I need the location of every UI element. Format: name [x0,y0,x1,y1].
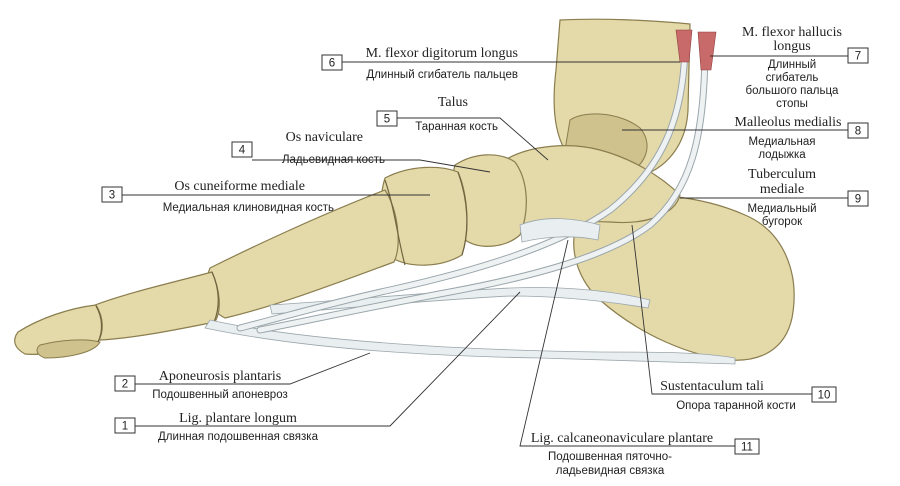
label-8-latin: Malleolus medialis [735,115,842,130]
label-7-russian-2: сгибатель [766,72,819,84]
label-3-number: 3 [109,190,115,202]
label-4-number: 4 [239,145,246,157]
label-5-number: 5 [384,114,390,126]
joint-line [95,305,103,343]
label-11-latin: Lig. calcaneonaviculare plantare [531,431,713,446]
label-7-number: 7 [855,51,861,63]
label-8-russian-2: лодыжка [758,149,806,161]
label-11-russian-1: Подошвенная пяточно- [548,451,672,463]
proximal-phalanx-bone [90,271,220,341]
label-2-russian: Подошвенный апоневроз [152,389,288,401]
label-7-russian-3: большого пальца [746,85,839,97]
label-5-latin: Talus [438,95,468,110]
label-5-russian: Таранная кость [415,121,498,133]
calcaneonavicular-ligament-band [519,218,601,243]
joint-line [384,179,406,266]
label-2-latin: Aponeurosis plantaris [159,369,281,384]
label-9-russian-1: Медиальный [747,203,816,215]
label-9-latin-2: mediale [760,182,804,197]
label-8: 8 Malleolus medialis Медиальная лодыжка [735,115,869,161]
label-9-russian-2: бугорок [762,216,803,228]
flexor-digitorum-longus-tendon [237,37,688,331]
label-3-russian: Медиальная клиновидная кость [163,202,334,214]
flexor-digitorum-longus-muscle [675,29,693,63]
label-10-latin: Sustentaculum tali [660,379,764,394]
lesser-toes [36,339,101,359]
label-2: 2 Aponeurosis plantaris Подошвенный апон… [114,369,288,401]
leader-line-10 [631,224,812,395]
label-5: 5 Talus Таранная кость [376,95,498,133]
label-6-number: 6 [329,58,335,70]
label-7-russian-1: Длинный [768,59,816,71]
first-metatarsal-bone [206,189,399,319]
label-10-number: 10 [818,390,831,402]
label-8-number: 8 [855,126,861,138]
label-7-latin-2: longus [773,39,810,54]
label-6-latin: M. flexor digitorum longus [366,46,518,61]
label-8-russian-1: Медиальная [748,136,815,148]
leader-line-1 [135,291,521,427]
label-9-latin-1: Tuberculum [748,167,816,182]
label-11-number: 11 [741,442,753,454]
label-7: 7 M. flexor hallucis longus Длинный сгиб… [742,25,869,110]
label-4-latin: Os naviculare [286,130,363,145]
leader-line-2 [135,352,371,385]
label-4: 4 Os naviculare Ладьевидная кость [231,130,385,166]
label-9-number: 9 [855,194,861,206]
label-7-latin-1: M. flexor hallucis [742,25,842,40]
leader-line-11 [519,239,735,447]
leader-line-4 [252,159,491,173]
label-9: 9 Tuberculum mediale Медиальный бугорок [747,167,869,228]
label-4-russian: Ладьевидная кость [282,154,385,166]
label-2-number: 2 [122,379,128,391]
flexor-hallucis-longus-tendon [257,42,708,333]
label-1-number: 1 [122,421,128,433]
plantar-aponeurosis-band [204,319,736,365]
leader-line-5 [397,117,549,161]
label-6: 6 M. flexor digitorum longus Длинный сги… [321,46,518,81]
joint-line [211,271,219,323]
label-6-russian: Длинный сгибатель пальцев [366,69,518,81]
label-3-latin: Os cuneiforme mediale [174,179,305,194]
label-1: 1 Lig. plantare longum Длинная подошвенн… [114,411,319,443]
label-11-russian-2: ладьевидная связка [556,465,665,477]
label-1-russian: Длинная подошвенная связка [158,431,319,443]
flexor-hallucis-longus-muscle [697,31,717,71]
label-7-russian-4: стопы [776,98,808,110]
label-10: 10 Sustentaculum tali Опора таранной кос… [660,379,837,412]
label-3: 3 Os cuneiforme mediale Медиальная клино… [101,179,334,214]
joint-line [457,171,468,256]
label-10-russian: Опора таранной кости [676,400,796,412]
label-1-latin: Lig. plantare longum [179,411,297,426]
label-11: 11 Lig. calcaneonaviculare plantare Подо… [531,431,760,477]
leader-lines [122,55,848,447]
